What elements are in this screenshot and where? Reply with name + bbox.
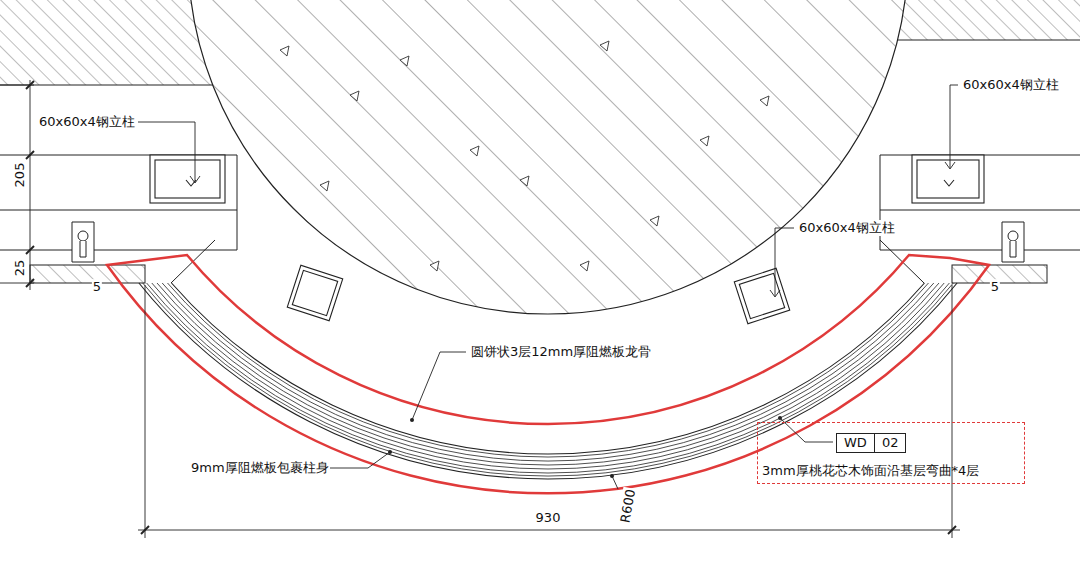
steel-column: [150, 155, 984, 324]
node-text: 3mm厚桃花芯木饰面沿基层弯曲*4层: [762, 463, 979, 479]
drawing-label: 5: [990, 279, 1000, 295]
concrete-column: [188, 0, 908, 314]
disc-edge: [172, 283, 925, 454]
drawing-label: R600: [617, 487, 639, 525]
drawing-label: 930: [535, 510, 562, 526]
drawing-label: 60x60x4钢立柱: [798, 220, 896, 236]
drawing-label: 圆饼状3层12mm厚阻燃板龙骨: [470, 344, 652, 360]
drawing-label: 60x60x4钢立柱: [962, 77, 1060, 93]
wall-hatch: [880, 0, 1080, 40]
cladding-layers: [139, 283, 957, 479]
drawing-label: 205: [12, 162, 28, 189]
drawing-label: 25: [12, 259, 28, 278]
drawing-label: 9mm厚阻燃板包裹柱身: [190, 460, 330, 476]
leader-lines: [138, 85, 958, 489]
drawing-label: 60x60x4钢立柱: [38, 114, 136, 130]
highlight-outline: [107, 255, 989, 493]
node-text: WD: [844, 435, 867, 451]
wall-hatch: [0, 0, 215, 85]
node-text: 02: [882, 435, 899, 451]
material-tag: 02: [874, 433, 907, 453]
drawing-label: 5: [92, 279, 102, 295]
column-outline: [188, 0, 908, 314]
material-tag: WD: [836, 433, 875, 453]
aggregate-marks: [280, 41, 769, 271]
column-ground: [188, 0, 908, 314]
note-frame: 3mm厚桃花芯木饰面沿基层弯曲*4层 WD 02: [757, 422, 1025, 484]
stone-strip: [30, 265, 145, 283]
leader-dots: [388, 416, 782, 478]
